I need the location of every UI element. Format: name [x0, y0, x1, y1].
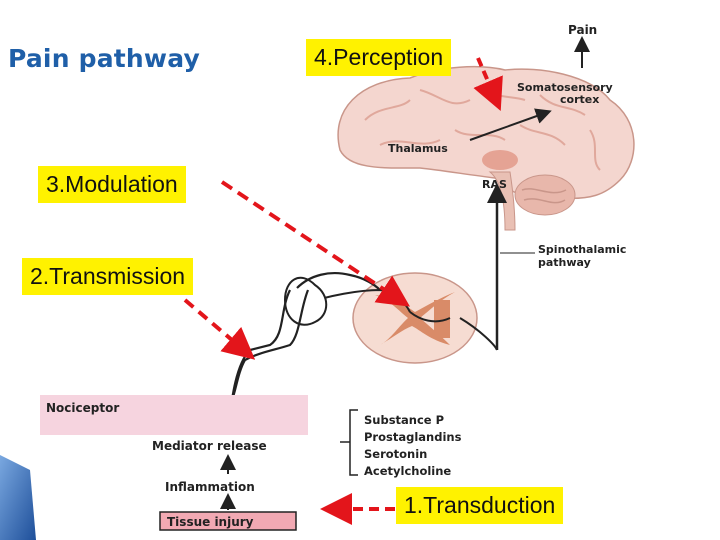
tissue-injury-box	[159, 511, 297, 531]
mediator-acetylcholine: Acetylcholine	[364, 464, 451, 478]
stage-transduction-label: 1.Transduction	[396, 487, 564, 524]
thalamus-label: Thalamus	[388, 142, 448, 155]
cerebellum	[514, 174, 576, 216]
stage-modulation-label: 3.Modulation	[38, 166, 186, 203]
stage-transmission-label: 2.Transmission	[22, 258, 194, 295]
brain-illustration	[337, 66, 635, 231]
mediators-bracket	[349, 409, 358, 476]
mediator-serotonin: Serotonin	[364, 447, 427, 461]
inflammation-label: Inflammation	[165, 480, 255, 494]
mediator-prostaglandins: Prostaglandins	[364, 430, 462, 444]
somatosensory-label-line2: cortex	[560, 93, 599, 106]
skin-region	[40, 395, 308, 435]
ascending-arrow-2	[469, 108, 552, 141]
spinothalamic-label-line2: pathway	[538, 256, 591, 269]
stage-perception-label: 4.Perception	[306, 39, 452, 76]
spinal-cord-section	[352, 272, 478, 364]
somatosensory-label-line1: Somatosensory	[517, 81, 613, 94]
perception-arrow	[473, 57, 503, 112]
tissue-injury-label: Tissue injury	[167, 515, 254, 529]
transmission-arrow	[183, 298, 256, 360]
spinothalamic-label-line1: Spinothalamic	[538, 243, 626, 256]
mediator-release-label: Mediator release	[152, 439, 267, 453]
thalamus-region	[482, 150, 518, 170]
mediator-substance-p: Substance P	[364, 413, 444, 427]
page-title: Pain pathway	[8, 44, 200, 73]
ras-label: RAS	[482, 178, 507, 191]
pain-label: Pain	[568, 23, 597, 37]
nociceptor-label: Nociceptor	[46, 401, 119, 415]
modulation-arrow	[220, 180, 411, 307]
corner-decoration	[0, 455, 36, 540]
